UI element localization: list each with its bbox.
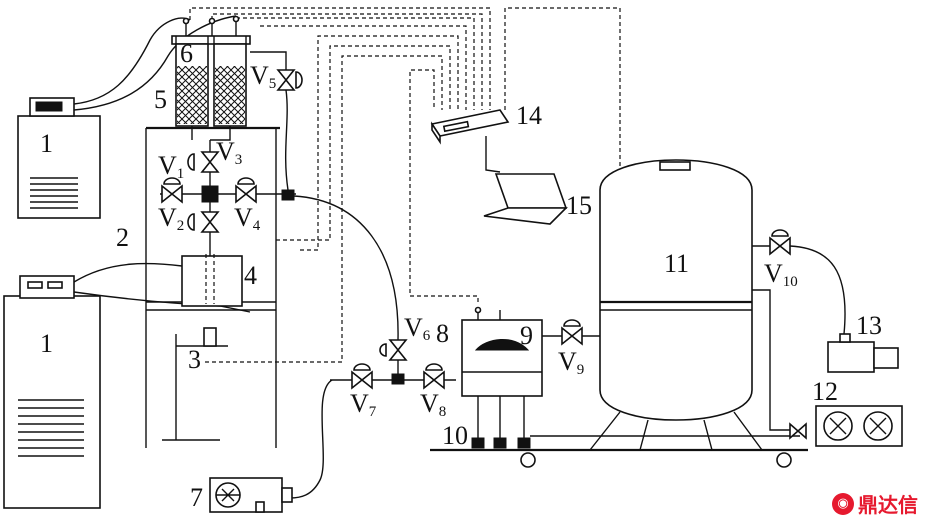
valve-manifold bbox=[160, 51, 399, 341]
cooling-unit bbox=[789, 405, 903, 447]
support-frame bbox=[145, 126, 280, 448]
label-9: 9 bbox=[520, 321, 533, 350]
label-15: 15 bbox=[566, 191, 592, 220]
laptop-computer bbox=[483, 173, 568, 225]
valve-label-v10: V10 bbox=[764, 259, 798, 290]
booster-pump bbox=[827, 333, 899, 373]
valve-label-v3: V3 bbox=[216, 137, 242, 168]
label-13: 13 bbox=[856, 311, 882, 340]
label-10: 10 bbox=[442, 421, 468, 450]
label-11: 11 bbox=[664, 249, 689, 278]
component-labels: 1 1 2 3 4 5 6 7 8 9 10 11 12 13 14 15 bbox=[40, 39, 882, 512]
label-14: 14 bbox=[516, 101, 542, 130]
valve-label-v1: V1 bbox=[158, 151, 184, 182]
thermostatic-bath-large bbox=[3, 262, 251, 509]
label-3: 3 bbox=[188, 345, 201, 374]
data-logger bbox=[430, 109, 510, 173]
label-5: 5 bbox=[154, 85, 167, 114]
storage-tank bbox=[589, 159, 846, 451]
valve-labels: V1 V2 V3 V4 V5 V6 V7 V8 V9 V10 bbox=[158, 61, 798, 420]
valve-label-v6: V6 bbox=[404, 313, 431, 344]
vacuum-pump bbox=[209, 477, 293, 513]
label-1a: 1 bbox=[40, 129, 53, 158]
label-6: 6 bbox=[180, 39, 193, 68]
base-rail bbox=[430, 435, 808, 468]
label-4: 4 bbox=[244, 261, 257, 290]
valve-label-v2: V2 bbox=[158, 203, 184, 234]
label-1b: 1 bbox=[40, 329, 53, 358]
valve-label-v9: V9 bbox=[558, 347, 584, 378]
gas-line-lower bbox=[289, 339, 456, 499]
signal-lines bbox=[189, 7, 621, 363]
label-8: 8 bbox=[436, 319, 449, 348]
valve-label-v7: V7 bbox=[350, 389, 377, 420]
label-7: 7 bbox=[190, 483, 203, 512]
watermark-icon: ◉ bbox=[832, 492, 854, 515]
valve-label-v5: V5 bbox=[250, 61, 276, 92]
label-2: 2 bbox=[116, 223, 129, 252]
valve-label-v4: V4 bbox=[234, 203, 261, 234]
watermark-logo: ◉ 鼎达信 bbox=[832, 489, 918, 518]
packed-columns bbox=[171, 15, 251, 141]
small-vessel bbox=[181, 254, 243, 307]
valve-label-v8: V8 bbox=[420, 389, 446, 420]
reactor-assembly bbox=[461, 306, 600, 449]
label-12: 12 bbox=[812, 377, 838, 406]
watermark-text: 鼎达信 bbox=[858, 493, 918, 517]
